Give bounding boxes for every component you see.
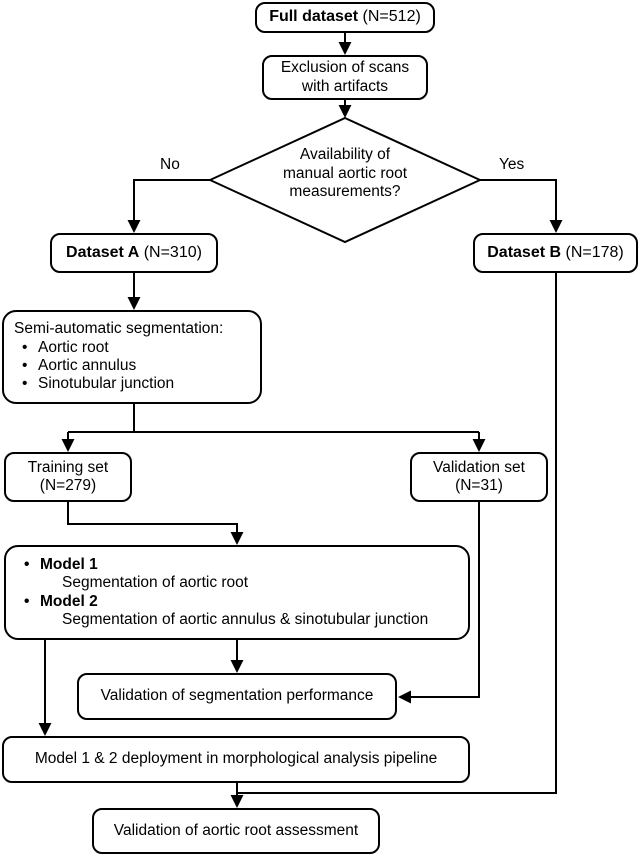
dataset-b-label-count: (N=178) — [561, 243, 624, 261]
models-list-2: Model 2 — [16, 593, 458, 612]
semi-auto-list: Aortic root Aortic annulus Sinotubular j… — [14, 339, 250, 394]
dataset-b-label: Dataset B (N=178) — [487, 244, 624, 263]
node-full-dataset[interactable]: Full dataset (N=512) — [255, 2, 435, 33]
node-validation-of-segmentation-performance[interactable]: Validation of segmentation performance — [77, 673, 397, 720]
node-model-deployment[interactable]: Model 1 & 2 deployment in morphological … — [2, 736, 470, 783]
validation-segmentation-label: Validation of segmentation performance — [100, 687, 374, 705]
list-item: Sinotubular junction — [14, 375, 250, 394]
node-decision-diamond[interactable] — [208, 116, 482, 244]
training-set-line-1: Training set — [27, 458, 109, 476]
edge-decision-yes-to-dataset-b — [480, 179, 563, 233]
validation-assessment-label: Validation of aortic root assessment — [113, 821, 359, 839]
semi-auto-content: Semi-automatic segmentation: Aortic root… — [4, 316, 260, 397]
full-dataset-label: Full dataset (N=512) — [269, 8, 421, 27]
node-semi-automatic-segmentation[interactable]: Semi-automatic segmentation: Aortic root… — [2, 310, 262, 404]
model-2-title: Model 2 — [16, 593, 458, 612]
exclusion-label: Exclusion of scans with artifacts — [281, 59, 409, 96]
full-dataset-label-bold: Full dataset — [269, 8, 359, 26]
dataset-a-label-bold: Dataset A — [66, 243, 140, 261]
validation-set-line-2: (N=31) — [455, 477, 503, 494]
training-set-line-2: (N=279) — [39, 477, 97, 494]
list-item: Aortic annulus — [14, 357, 250, 376]
edge-decision-no-to-dataset-a — [127, 179, 210, 233]
node-validation-of-aortic-root-assessment[interactable]: Validation of aortic root assessment — [92, 808, 380, 854]
branch-label-no: No — [160, 156, 180, 173]
decision-diamond-shape — [208, 116, 482, 244]
node-training-set[interactable]: Training set (N=279) — [4, 452, 132, 502]
models-content: Model 1 Segmentation of aortic root Mode… — [6, 552, 468, 633]
dataset-a-label-count: (N=310) — [139, 243, 202, 261]
model-1-title: Model 1 — [16, 556, 458, 575]
node-dataset-b[interactable]: Dataset B (N=178) — [473, 233, 638, 273]
dataset-b-label-bold: Dataset B — [487, 243, 562, 261]
model-2-description: Segmentation of aortic annulus & sinotub… — [62, 610, 429, 628]
list-item: Aortic root — [14, 339, 250, 358]
models-list: Model 1 — [16, 556, 458, 575]
node-dataset-a[interactable]: Dataset A (N=310) — [50, 233, 218, 273]
edge-training-to-models — [67, 502, 244, 545]
full-dataset-label-count: (N=512) — [358, 8, 421, 26]
model-1-description: Segmentation of aortic root — [62, 574, 249, 592]
exclusion-line-2: with artifacts — [301, 77, 389, 95]
validation-set-line-1: Validation set — [433, 458, 525, 476]
branch-label-yes: Yes — [499, 156, 525, 173]
semi-auto-heading: Semi-automatic segmentation: — [14, 320, 224, 338]
node-validation-set[interactable]: Validation set (N=31) — [410, 452, 548, 502]
deployment-label: Model 1 & 2 deployment in morphological … — [34, 750, 438, 768]
training-set-label: Training set (N=279) — [28, 459, 108, 496]
dataset-a-label: Dataset A (N=310) — [66, 244, 202, 263]
node-exclusion[interactable]: Exclusion of scans with artifacts — [262, 55, 428, 100]
validation-set-label: Validation set (N=31) — [433, 459, 525, 496]
exclusion-line-1: Exclusion of scans — [280, 59, 410, 77]
node-models[interactable]: Model 1 Segmentation of aortic root Mode… — [4, 545, 470, 640]
